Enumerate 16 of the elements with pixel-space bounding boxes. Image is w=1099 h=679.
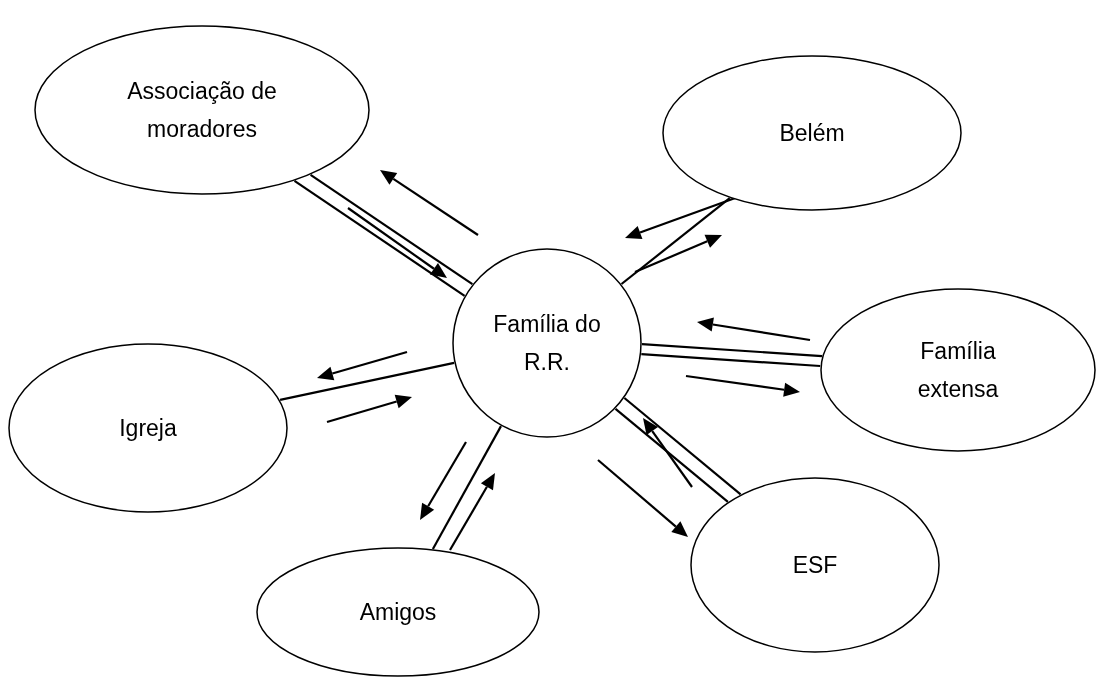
connector-line xyxy=(620,197,731,285)
node-label: ESF xyxy=(791,551,839,580)
node-label: Família extensa xyxy=(916,337,1000,404)
connector-line xyxy=(279,361,455,401)
node-label: Belém xyxy=(778,119,846,148)
connector-line xyxy=(614,407,729,503)
node-label: Família do R.R. xyxy=(492,310,602,377)
node-label: Amigos xyxy=(358,598,438,627)
node-label: Igreja xyxy=(118,414,178,443)
connector-line xyxy=(641,353,821,368)
connector-line xyxy=(310,174,473,286)
connector-line xyxy=(623,397,742,496)
node-label: Associação de moradores xyxy=(126,77,278,144)
connector-line xyxy=(293,180,466,297)
connector-line xyxy=(641,343,823,358)
connector-line xyxy=(431,425,502,550)
